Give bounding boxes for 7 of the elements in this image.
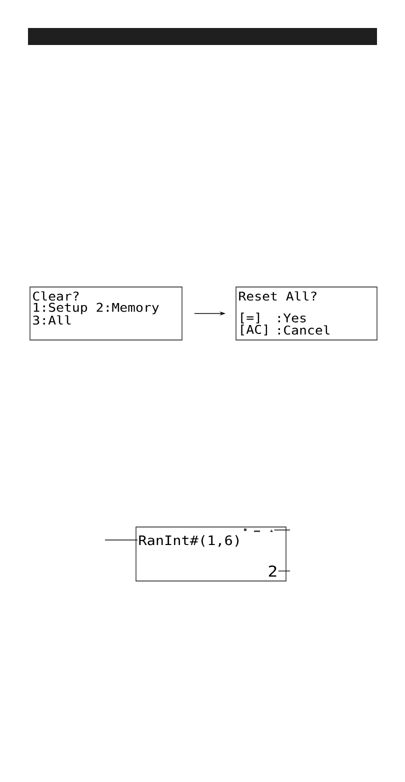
leader-line: [278, 570, 290, 572]
display-text: 2: [268, 565, 276, 577]
lcd-screen: Reset All? [=] :Yes [AC] :Cancel: [236, 286, 378, 340]
display-text: RanInt#(1,6): [139, 535, 239, 547]
status-indicator: [254, 530, 273, 532]
lcd-screen: [136, 526, 286, 582]
lcd-screen: Clear? 1:Setup 2:Memory 3:All: [30, 286, 182, 340]
